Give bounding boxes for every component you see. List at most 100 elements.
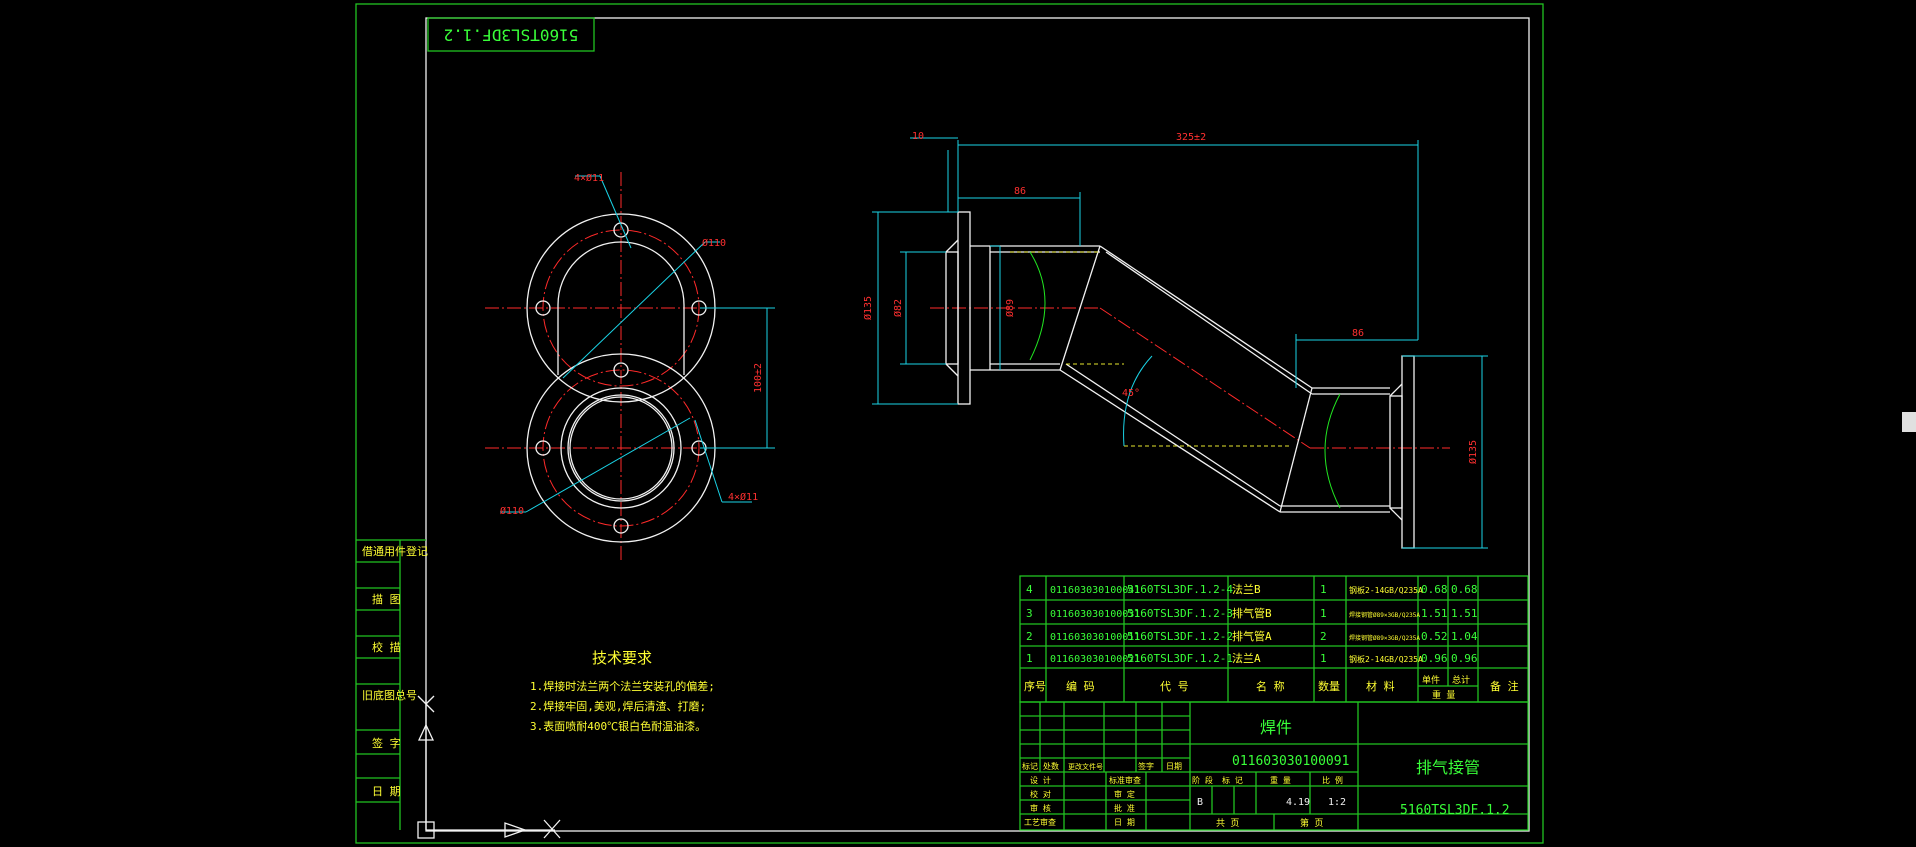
dim-flange-dia-right: Ø135 xyxy=(1467,440,1479,464)
bom-h-name: 名 称 xyxy=(1256,679,1285,693)
bom-r3-no: 2 xyxy=(1026,630,1033,643)
sign-row2-3: 批 准 xyxy=(1114,803,1135,813)
bom-r3-drw: 5160TSL3DF.1.2-2 xyxy=(1127,630,1233,643)
vertical-scrollbar-thumb[interactable] xyxy=(1902,412,1916,432)
side-label-column: 借通用件登记 描 图 校 描 旧底图总号 签 字 日 期 xyxy=(356,539,428,830)
bom-h-weight: 重 量 xyxy=(1432,689,1455,701)
bom-r1-code: 011603030100041 xyxy=(1050,585,1140,596)
dim-bore-dia: Ø82 xyxy=(892,299,904,317)
dim-thickness: 10 xyxy=(912,131,924,142)
dim-angle: 45° xyxy=(1122,388,1140,399)
drawing-number: 5160TSL3DF.1.2 xyxy=(1400,803,1510,818)
inner-border xyxy=(425,17,1530,832)
bom-r2-drw: 5160TSL3DF.1.2-3 xyxy=(1127,607,1233,620)
sign-row-4: 工艺审查 xyxy=(1024,817,1056,827)
side-label-4: 旧底图总号 xyxy=(362,688,417,702)
stage-label: 阶 段 xyxy=(1192,775,1213,785)
sign-row2-1: 标准审查 xyxy=(1109,775,1141,785)
weight-label: 重 量 xyxy=(1270,775,1291,785)
tech-line-3: 3.表面喷耐400℃银白色耐温油漆。 xyxy=(530,719,706,733)
title-block: 标记 处数 更改文件号 签字 日期 设 计 校 对 审 核 工艺审查 标准审查 … xyxy=(1019,701,1529,831)
mark-col-5: 日期 xyxy=(1166,762,1182,771)
dim-left-length: 86 xyxy=(1014,186,1026,197)
dim-holes-top: 4×Ø11 xyxy=(574,172,604,184)
bom-r4-qty: 1 xyxy=(1320,652,1327,665)
bom-r4-unit: 0.96 xyxy=(1421,652,1448,665)
bom-r4-total: 0.96 xyxy=(1451,652,1478,665)
bom-h-no: 序号 xyxy=(1024,679,1046,693)
dim-dia-top: Ø110 xyxy=(702,237,726,249)
sign-row2-2: 审 定 xyxy=(1114,789,1135,799)
sign-row-2: 校 对 xyxy=(1030,789,1051,799)
bom-table: 4 011603030100041 5160TSL3DF.1.2-4 法兰B 1… xyxy=(1019,575,1529,703)
ucs-icon xyxy=(417,695,561,839)
bom-h-code: 编 码 xyxy=(1066,679,1095,693)
bom-r1-mat: 钢板2-14GB/Q235A xyxy=(1349,585,1423,595)
pipe-view: 10 325±2 86 86 Ø135 Ø82 Ø89 Ø135 45° xyxy=(862,131,1488,549)
bom-r3-code: 011603030100011 xyxy=(1050,632,1140,643)
bom-r3-mat: 焊接钢管Ø89×3GB/Q235A xyxy=(1349,634,1420,642)
stage-value: B xyxy=(1197,797,1203,808)
bom-r2-mat: 焊接钢管Ø89×3GB/Q235A xyxy=(1349,611,1420,619)
sign-row-3: 审 核 xyxy=(1030,803,1051,813)
tech-title: 技术要求 xyxy=(592,649,652,667)
scale-label: 比 例 xyxy=(1322,775,1343,785)
bom-r4-name: 法兰A xyxy=(1232,651,1261,665)
outer-border xyxy=(355,3,1544,844)
flange-view: 4×Ø11 Ø110 Ø110 4×Ø11 100±2 xyxy=(485,172,775,560)
mark-col-3: 更改文件号 xyxy=(1068,762,1103,771)
bom-r4-drw: 5160TSL3DF.1.2-1 xyxy=(1127,652,1233,665)
weight-value: 4.19 xyxy=(1286,797,1310,808)
scale-value: 1:2 xyxy=(1328,797,1346,808)
dim-overall-length: 325±2 xyxy=(1176,132,1206,143)
bom-h-remark: 备 注 xyxy=(1490,679,1519,693)
dim-dia-bottom: Ø110 xyxy=(500,505,524,517)
stamp-text: 5160TSL3DF.1.2 xyxy=(444,26,579,45)
bom-r4-code: 011603030100021 xyxy=(1050,654,1140,665)
bom-h-mat: 材 料 xyxy=(1366,679,1395,693)
bom-r2-qty: 1 xyxy=(1320,607,1327,620)
bom-r1-drw: 5160TSL3DF.1.2-4 xyxy=(1127,583,1233,596)
stamp-box xyxy=(427,17,595,52)
mark-col-1: 标记 xyxy=(1022,761,1038,771)
sheets-label: 共 页 xyxy=(1216,818,1239,829)
bom-r2-no: 3 xyxy=(1026,607,1033,620)
bom-r3-total: 1.04 xyxy=(1451,630,1478,643)
dim-pipe-dia: Ø89 xyxy=(1004,299,1016,317)
side-label-2: 描 图 xyxy=(372,592,401,606)
tech-line-1: 1.焊接时法兰两个法兰安装孔的偏差; xyxy=(530,679,715,693)
bom-r4-no: 1 xyxy=(1026,652,1033,665)
tech-notes: 技术要求 1.焊接时法兰两个法兰安装孔的偏差; 2.焊接牢固,美观,焊后清渣、打… xyxy=(530,649,715,733)
mark-col-2: 处数 xyxy=(1043,761,1059,771)
bom-r3-qty: 2 xyxy=(1320,630,1327,643)
dim-holes-bottom: 4×Ø11 xyxy=(728,491,758,503)
bom-h-total: 总计 xyxy=(1452,674,1470,686)
bom-r2-name: 排气管B xyxy=(1232,606,1272,620)
side-label-6: 日 期 xyxy=(372,785,401,798)
tech-line-2: 2.焊接牢固,美观,焊后清渣、打磨; xyxy=(530,699,706,713)
bom-r3-name: 排气管A xyxy=(1232,629,1272,643)
bom-r2-unit: 1.51 xyxy=(1421,607,1448,620)
mark-col-4: 签字 xyxy=(1138,761,1154,771)
bom-h-drw: 代 号 xyxy=(1160,680,1189,693)
sign-row-1: 设 计 xyxy=(1030,775,1051,785)
bom-r4-mat: 钢板2-14GB/Q235A xyxy=(1349,654,1423,664)
sign-row2-4: 日 期 xyxy=(1114,818,1135,827)
bom-r3-unit: 0.52 xyxy=(1421,630,1448,643)
dim-flange-dia-left: Ø135 xyxy=(862,296,874,320)
bom-r2-code: 011603030100031 xyxy=(1050,609,1140,620)
bom-r1-name: 法兰B xyxy=(1232,582,1261,596)
side-label-5: 签 字 xyxy=(372,736,401,750)
part-type: 焊件 xyxy=(1260,718,1292,737)
bom-r1-total: 0.68 xyxy=(1451,583,1478,596)
mark-label: 标 记 xyxy=(1222,775,1243,785)
bom-h-qty: 数量 xyxy=(1318,680,1340,693)
bom-r1-unit: 0.68 xyxy=(1421,583,1448,596)
sheet-label: 第 页 xyxy=(1300,817,1323,829)
bom-r2-total: 1.51 xyxy=(1451,607,1478,620)
side-label-1: 借通用件登记 xyxy=(362,544,428,558)
dim-center-distance: 100±2 xyxy=(753,363,764,393)
bom-r1-no: 4 xyxy=(1026,583,1033,596)
part-name: 排气接管 xyxy=(1416,758,1480,777)
